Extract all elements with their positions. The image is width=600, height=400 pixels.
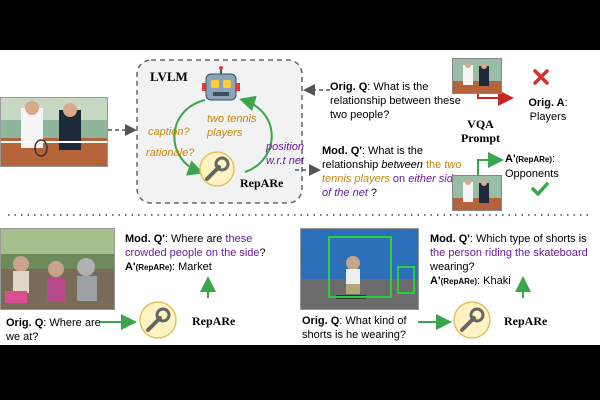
orig-answer: Orig. A: Players — [528, 97, 568, 123]
mod-q-either-side: either side of the net — [322, 173, 459, 199]
tennis-photo-small-bottom — [452, 175, 502, 211]
lvlm-box — [136, 59, 303, 204]
orig-q-label: Orig. Q — [330, 81, 368, 93]
br-wrench-icon — [452, 300, 492, 340]
tennis-photo-main — [0, 97, 108, 167]
br-orig-q-text: : What kind of shorts is he wearing? — [302, 315, 407, 341]
mod-q-on: on — [389, 173, 406, 185]
bl-answer-sub: (RepARe) — [135, 263, 173, 272]
mod-q-text-1: : What is the relationship — [322, 145, 424, 171]
market-photo — [0, 228, 115, 310]
bl-mod-q-text: : Where are — [164, 233, 226, 245]
mod-q-end: ? — [367, 187, 378, 199]
bl-orig-q-label: Orig. Q — [6, 317, 44, 329]
cross-icon — [532, 68, 550, 86]
vqa-prompt-label: VQA Prompt — [460, 117, 501, 145]
top-mod-question: Mod. Q': What is the relationship betwee… — [322, 144, 462, 200]
mod-q-between: between — [381, 159, 423, 171]
bl-repare-label: RepARe — [192, 314, 236, 328]
orig-a-label: Orig. A — [528, 97, 565, 109]
br-orig-q-label: Orig. Q — [302, 315, 340, 327]
repare-to-lvlm-curve-right — [239, 95, 273, 173]
br-orig-question: Orig. Q: What kind of shorts is he weari… — [302, 314, 420, 342]
bl-wrench-icon — [138, 300, 178, 340]
skateboard-photo — [300, 228, 419, 310]
mod-answer-arrow — [477, 152, 504, 180]
rationale-question: rationale? — [146, 147, 195, 159]
mod-q-label: Mod. Q' — [322, 145, 362, 157]
br-mod-q-text: : Which type of shorts is — [469, 233, 587, 245]
br-mod-q-end: wearing? — [430, 261, 475, 273]
repare-label-top: RepARe — [240, 176, 284, 190]
repare-answer: A'(RepARe): Opponents — [505, 153, 559, 180]
bl-answer-label: A' — [125, 261, 136, 273]
orig-a-value: Players — [529, 111, 567, 123]
bl-answer-value: : Market — [172, 261, 212, 273]
br-mod-q-label: Mod. Q' — [430, 233, 470, 245]
bl-orig-question: Orig. Q: Where are we at? — [6, 316, 101, 344]
mod-q-two-players: two tennis players — [322, 159, 462, 185]
lvlm-to-repare-curve-left — [173, 99, 206, 176]
lvlm-label: LVLM — [150, 69, 188, 84]
position-wrt-net: position w.r.t net — [265, 141, 305, 167]
bl-mod-q-end: ? — [259, 247, 266, 259]
top-orig-question: Orig. Q: What is the relationship betwee… — [330, 80, 465, 122]
br-mod-question: Mod. Q': Which type of shorts is the per… — [430, 232, 598, 289]
bl-orig-q-text: : Where are we at? — [6, 317, 101, 343]
br-answer-sub: (RepARe) — [440, 277, 478, 286]
check-icon — [530, 180, 550, 198]
bl-mod-q-highlight: these crowded people on the side — [125, 233, 260, 259]
caption-question: caption? — [148, 126, 190, 138]
bl-mod-question: Mod. Q': Where are these crowded people … — [125, 232, 293, 275]
br-mod-q-highlight: the person riding the skateboard — [430, 247, 588, 259]
bl-mod-q-label: Mod. Q' — [125, 233, 165, 245]
two-tennis-players-caption: two tennis players — [207, 113, 257, 139]
br-answer-value: : Khaki — [477, 275, 511, 287]
new-a-value: Opponents — [505, 168, 559, 180]
br-answer-label: A' — [430, 275, 441, 287]
new-a-sub: (RepARe) — [515, 155, 553, 164]
wrench-icon — [198, 150, 236, 188]
tennis-photo-small-top — [452, 58, 502, 94]
orig-q-text: : What is the relationship between these… — [330, 81, 461, 121]
br-repare-label: RepARe — [504, 314, 548, 328]
mod-q-the: the — [422, 159, 442, 171]
robot-icon — [200, 66, 242, 106]
new-a-label: A' — [505, 153, 516, 165]
